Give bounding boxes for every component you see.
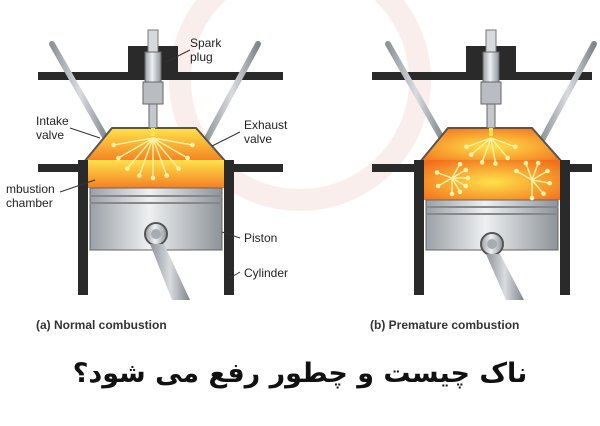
engine-premature bbox=[372, 29, 597, 300]
flame-arrow bbox=[531, 179, 550, 184]
flame-arrow-head bbox=[535, 160, 541, 166]
flame-arrow bbox=[451, 163, 461, 179]
flame-arrow-head bbox=[529, 195, 535, 201]
flame-arrow bbox=[531, 179, 545, 195]
flame-arrow bbox=[436, 171, 453, 179]
flame-arrow-head bbox=[464, 144, 469, 150]
flame-arrow bbox=[152, 137, 188, 159]
flame-arrow-head bbox=[479, 160, 485, 165]
flame-arrow-head bbox=[124, 166, 130, 171]
spark-plug bbox=[142, 29, 164, 136]
flame-arrow bbox=[126, 137, 154, 170]
flame-arrow bbox=[490, 137, 509, 159]
flame-arrow bbox=[451, 169, 467, 179]
flame-arrow-head bbox=[457, 161, 463, 167]
flame-arrow-head bbox=[449, 191, 455, 197]
flame-arrow bbox=[525, 162, 533, 181]
flame-arrow bbox=[451, 177, 467, 187]
page-title: ناک چیست و چطور رفع می شود؟ bbox=[72, 358, 528, 389]
flame-arrow bbox=[152, 137, 168, 176]
flame-arrow bbox=[152, 137, 180, 170]
flame-arrow bbox=[138, 137, 154, 176]
flame-arrow-head bbox=[523, 160, 529, 166]
flame-arrow-head bbox=[514, 168, 519, 174]
exhaust-valve bbox=[202, 41, 261, 145]
flame-arrow-head bbox=[116, 155, 121, 161]
flame-arrow bbox=[516, 170, 533, 181]
flame-arrow-head bbox=[545, 168, 550, 174]
connecting-rod bbox=[150, 244, 190, 300]
flame-arrow-head bbox=[468, 152, 474, 158]
flame-arrow-head bbox=[190, 142, 195, 148]
caption-normal: (a) Normal combustion bbox=[36, 318, 167, 332]
flame-arrow-head bbox=[435, 183, 441, 189]
flame-arrow bbox=[466, 137, 492, 148]
flame-arrow-head bbox=[513, 144, 518, 150]
flame-arrow bbox=[470, 137, 492, 156]
cylinder-label: Cylinder bbox=[244, 266, 289, 280]
engine-normal bbox=[38, 29, 283, 300]
flame-arrow-head bbox=[463, 183, 469, 189]
caption-premature: (b) Premature combustion bbox=[370, 318, 520, 332]
flame-arrow bbox=[437, 177, 453, 187]
flame-arrow-head bbox=[493, 161, 498, 166]
piston-label: Piston bbox=[244, 231, 278, 245]
flame-arrow bbox=[490, 137, 516, 148]
flame-arrow-head bbox=[434, 170, 440, 175]
intake-valve bbox=[49, 41, 111, 145]
flame-arrow bbox=[481, 137, 492, 163]
flame-arrow bbox=[118, 137, 154, 159]
flame-arrow-head bbox=[463, 167, 469, 173]
flame-arrow bbox=[490, 137, 497, 164]
flame-arrow-head bbox=[111, 142, 116, 148]
flame-arrow-head bbox=[505, 155, 511, 161]
flame-arrow-head bbox=[457, 189, 463, 195]
flame-arrow-head bbox=[150, 175, 156, 181]
flame-arrow-head bbox=[185, 155, 190, 161]
flame-arrow bbox=[152, 137, 193, 146]
flame-arrow-head bbox=[541, 191, 546, 197]
flame-arrow bbox=[531, 170, 548, 181]
flame-arrow-head bbox=[547, 180, 553, 186]
flame-arrow bbox=[451, 177, 461, 193]
flame-arrow-head bbox=[176, 166, 182, 171]
flame-arrow-head bbox=[164, 173, 169, 178]
flame-arrow bbox=[531, 162, 539, 181]
flame-arrow-head bbox=[465, 175, 471, 181]
flame-arrow bbox=[113, 137, 154, 146]
flame-arrow-head bbox=[137, 173, 142, 178]
